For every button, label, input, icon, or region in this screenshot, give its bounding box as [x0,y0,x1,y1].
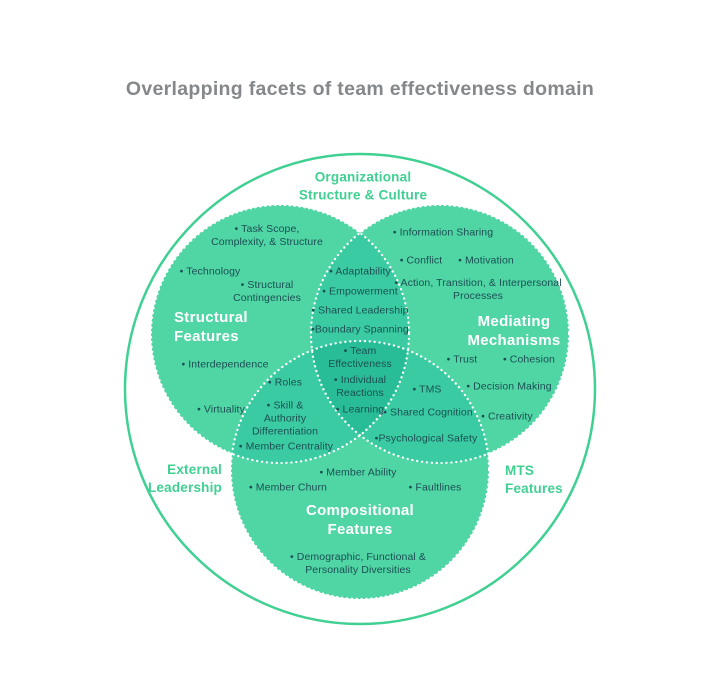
circle-label-mediating-mechanisms: Mediating Mechanisms [467,313,561,349]
outer-heading-organizational-structure-culture: Organizational Structure & Culture [298,169,428,203]
item-technology: • Technology [179,265,241,278]
side-label-mts-features: MTS Features [505,463,563,496]
item-empowerment: • Empowerment [322,285,398,298]
compositional-circle-border [229,339,491,601]
item-learning: • Learning [335,403,385,416]
item-shared-leadership: • Shared Leadership [311,304,409,317]
side-label-external-leadership: External Leadership [147,462,222,495]
item-tms: • TMS [412,383,442,396]
item-member-centrality: • Member Centrality [238,440,334,453]
item-boundary-spanning: •Boundary Spanning [311,323,409,336]
item-team-effectiveness: • Team Effectiveness [328,345,392,370]
item-conflict: • Conflict [399,254,443,267]
item-information-sharing: • Information Sharing [392,226,494,239]
item-faultlines: • Faultlines [408,481,462,494]
item-shared-cognition: • Shared Cognition [383,406,473,419]
item-cohesion: • Cohesion [503,353,555,366]
item-task-scope-complexity-structure: • Task Scope, Complexity, & Structure [211,223,323,248]
overlap-mediating-compositional [311,341,489,463]
item-member-churn: • Member Churn [248,481,328,494]
structural-circle-border [149,203,411,465]
item-skill-authority-differentiation: • Skill & Authority Differentiation [251,399,319,438]
page-title: Overlapping facets of team effectiveness… [125,78,595,100]
item-motivation: • Motivation [458,254,514,267]
item-psychological-safety: •Psychological Safety [374,432,478,445]
circle-label-compositional-features: Compositional Features [305,502,415,538]
item-trust: • Trust [446,353,478,366]
overlap-structural-compositional [231,341,409,463]
item-member-ability: • Member Ability [319,466,397,479]
item-action-transition-interpersonal-processes: • Action, Transition, & Interpersonal Pr… [394,277,562,302]
item-demographic-functional-personality-diversities: • Demographic, Functional & Personality … [290,551,426,576]
circle-label-structural-features: Structural Features [174,309,248,345]
item-creativity: • Creativity [481,410,533,423]
item-structural-contingencies: • Structural Contingencies [233,279,301,304]
item-roles: • Roles [267,376,303,389]
mediating-circle-border [309,203,571,465]
item-individual-reactions: • Individual Reactions [333,374,387,399]
item-virtuality: • Virtuality [197,403,245,416]
item-decision-making: • Decision Making [466,380,552,393]
item-adaptability: • Adaptability [329,265,391,278]
item-interdependence: • Interdependence [181,358,269,371]
